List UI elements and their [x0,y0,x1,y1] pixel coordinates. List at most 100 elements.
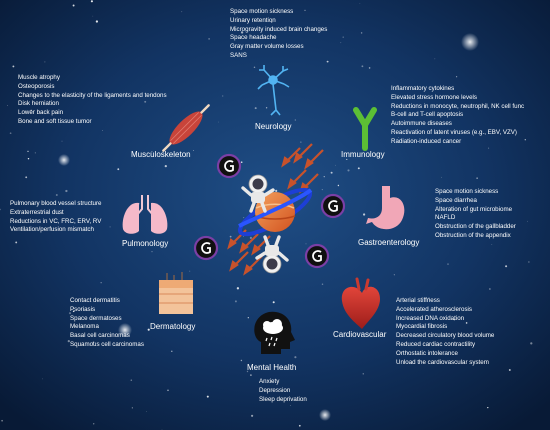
list-item: Space diarrhea [435,196,477,204]
astronaut-icon [255,235,289,274]
bright-star [461,33,479,51]
list-item: Unload the cardiovascular system [396,358,489,366]
star [236,287,240,290]
star [249,236,253,240]
star [164,164,167,168]
star [55,194,58,196]
star [347,169,350,172]
star [92,341,95,344]
neuron-icon [257,65,290,116]
cardiovascular-label: Cardiovascular [333,330,387,339]
star [476,177,478,179]
star [321,189,323,191]
star [147,328,150,331]
star [240,359,243,362]
star [243,217,245,219]
star [123,242,126,245]
stars [0,0,532,429]
list-item: Space motion sickness [435,188,499,195]
star [361,65,364,68]
star [368,67,371,69]
list-item: Increased DNA oxidation [396,314,465,322]
mental-health-list: Anxiety Depression Sleep deprivation [259,378,307,404]
star [0,208,1,211]
list-item: Elevated stress hormone levels [391,93,477,101]
list-item: B-cell and T-cell apoptosis [391,111,464,119]
muscle-icon [162,104,210,152]
list-item: Space dermatoses [70,314,122,322]
list-item: Bone and soft tissue tumor [18,117,92,125]
list-item: NAFLD [435,214,456,222]
list-item: Reduced cardiac contractility [396,340,476,348]
star [9,132,12,135]
list-item: Orthostatic intolerance [396,349,458,357]
star [300,141,302,143]
star [357,167,360,170]
bright-star [118,323,132,337]
list-item: Sleep deprivation [259,395,307,403]
star [130,379,133,381]
star [359,2,361,4]
star [102,130,103,132]
star [171,350,173,353]
star [487,406,489,409]
gravity-icon [216,153,242,179]
star [335,164,336,166]
star [251,414,254,417]
list-item: Anxiety [259,378,280,385]
star [234,300,237,303]
star [304,9,306,11]
cardiovascular-list: Arterial stiffness Accelerated atheroscl… [396,297,494,367]
list-item: Accelerated atherosclerosis [396,305,473,313]
star [58,212,60,215]
star [117,168,120,171]
star [250,374,252,376]
list-item: Autoimmune diseases [391,120,452,128]
star [290,405,291,406]
star [42,378,43,380]
star [465,322,468,324]
dermatology-label: Dermatology [150,322,196,331]
star [30,109,32,112]
star [34,152,36,154]
star [489,288,491,290]
star [342,36,344,38]
star [505,265,508,268]
star [337,184,340,187]
gastroenterology-label: Gastroenterology [358,238,420,247]
immunology-label: Immunology [341,150,385,159]
list-item: Radiation-induced cancer [391,137,462,145]
star [488,147,490,149]
bright-star [58,154,70,166]
list-item: Squamous cell carcinomas [70,340,144,348]
star [1,419,3,422]
star [428,297,430,299]
list-item: Changes to the elasticity of the ligamen… [18,91,167,99]
heart-icon [341,277,380,329]
star [93,423,95,425]
star [294,356,297,359]
star [305,243,307,245]
star [528,261,530,263]
lungs-icon [122,195,168,234]
star [27,150,29,152]
gastroenterology-list: Space motion sickness Space diarrhea Alt… [435,188,516,241]
astronaut-icon [241,174,275,213]
skin-layers-icon [159,272,193,314]
list-item: Ventilation/perfusion mismatch [10,226,94,234]
pulmonology-list: Pulmonary blood vessel structure Extrate… [10,200,101,235]
star [65,189,68,193]
star [151,251,153,253]
star [269,240,271,242]
star [447,263,449,265]
list-item: SANS [230,51,247,59]
bright-star [319,409,331,421]
gravity-icon [304,243,330,269]
star [246,370,249,373]
star [254,107,257,110]
star [12,65,15,68]
star [131,407,133,409]
star [146,410,148,412]
star [253,66,256,69]
